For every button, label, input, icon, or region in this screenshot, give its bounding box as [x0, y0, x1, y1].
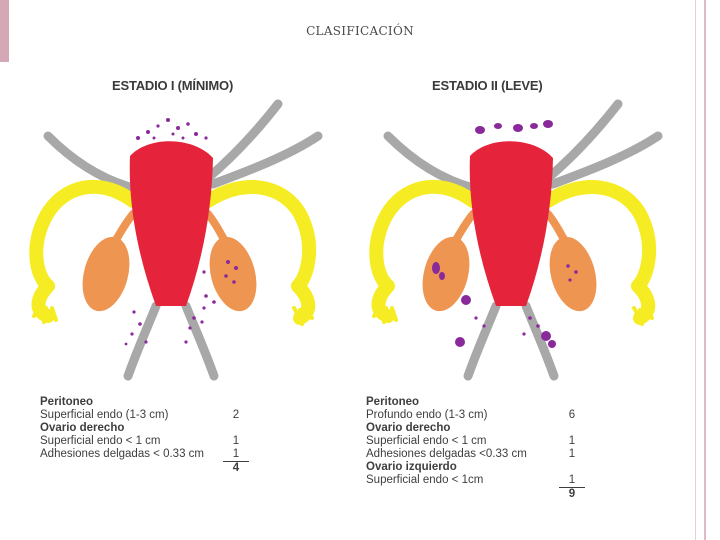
uterus: [129, 141, 213, 306]
uterus: [469, 141, 553, 306]
stage-panel-2: ESTADIO II (LEVE) Peritoneo Profundo end: [348, 66, 688, 540]
fimbria-left: [372, 304, 398, 324]
table-row: Peritoneo: [40, 396, 94, 408]
table-row: Ovario derecho: [366, 422, 451, 434]
stage-panel-1: ESTADIO I (MÍNIMO): [8, 66, 348, 540]
ligament-right-lower: [521, 301, 559, 381]
ligament-right-lower: [181, 301, 219, 381]
table-row: Superficial endo (1-3 cm)2: [40, 409, 240, 421]
ovary-ligament-left: [108, 210, 137, 250]
ovary-left: [82, 236, 130, 312]
ligament-right-upper: [203, 99, 283, 183]
score-table-stage-2: Peritoneo Profundo endo (1-3 cm)6 Ovario…: [366, 396, 616, 500]
ligament-right-upper-2: [548, 131, 663, 189]
fallopian-tube-left: [29, 179, 140, 323]
right-border-line: [704, 0, 706, 540]
table-row: Ovario izquierdo: [366, 461, 457, 473]
endometriosis-lesions: [124, 118, 238, 346]
ligament-left-lower: [463, 301, 501, 381]
fallopian-tube-left: [369, 179, 480, 323]
fallopian-tube-right: [201, 180, 317, 325]
fimbria-right: [632, 306, 654, 326]
slide-title: CLASIFICACIÓN: [306, 24, 414, 38]
ovary-right: [549, 236, 597, 312]
score-table-stage-1: Peritoneo Superficial endo (1-3 cm)2 Ova…: [40, 396, 290, 474]
right-border-line-inner: [695, 0, 696, 540]
ovary-left: [422, 236, 470, 312]
table-row: Ovario derecho: [40, 422, 125, 434]
ligament-left-upper: [383, 131, 478, 193]
ovary-right: [209, 236, 257, 312]
left-accent-bar: [0, 0, 9, 62]
ligament-right-upper-2: [208, 131, 323, 189]
stage-title-2: ESTADIO II (LEVE): [432, 78, 543, 93]
ligament-right-upper: [543, 99, 623, 183]
ligament-left-lower: [123, 301, 161, 381]
ligament-left-upper: [43, 131, 138, 193]
table-row: Peritoneo: [366, 396, 420, 408]
total-score-stage-2: 9: [559, 487, 585, 501]
total-score-stage-1: 4: [223, 461, 249, 475]
stage-title-1: ESTADIO I (MÍNIMO): [112, 78, 234, 93]
fimbria-left: [32, 304, 58, 324]
total-row: 4: [40, 461, 290, 474]
ovary-ligament-right: [544, 210, 572, 250]
fimbria-right: [292, 306, 314, 326]
table-row: Profundo endo (1-3 cm)6: [366, 409, 576, 421]
uterus-diagram-stage-1: [29, 99, 323, 381]
uterus-diagram-stage-2: [369, 99, 663, 381]
fallopian-tube-right: [541, 180, 657, 325]
ovary-ligament-right: [204, 210, 232, 250]
endometriosis-lesions: [432, 120, 578, 348]
ovary-ligament-left: [448, 210, 477, 250]
total-row: 9: [366, 487, 616, 500]
